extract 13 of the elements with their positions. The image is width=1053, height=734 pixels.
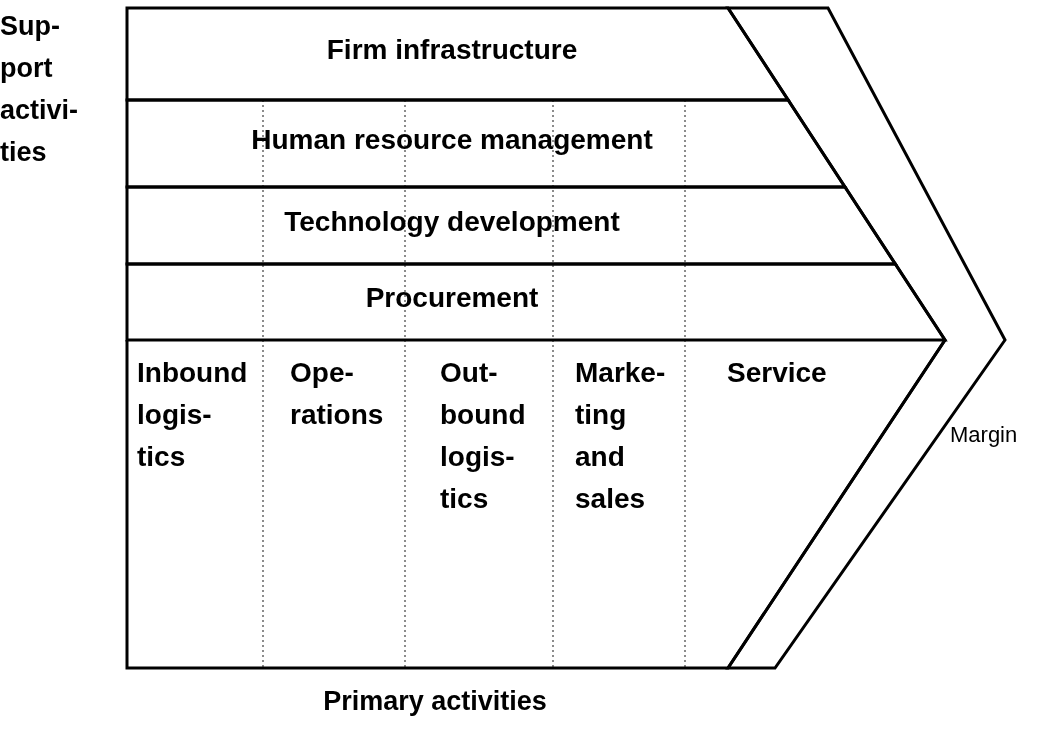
column-title: Ope- rations	[290, 356, 385, 432]
margin-label: Margin	[950, 421, 1018, 449]
column-title: Marke- ting and sales	[575, 356, 667, 516]
band-title: Technology development	[283, 204, 621, 239]
band-title: Procurement	[364, 281, 540, 315]
section-label: Sup- port activi- ties	[0, 10, 80, 169]
column-title: Out- bound logis- tics	[440, 356, 527, 516]
column-title: Service	[727, 356, 828, 390]
band-title: Firm infrastructure	[325, 33, 579, 67]
support-activity-band	[127, 264, 945, 340]
section-label: Primary activities	[322, 685, 548, 718]
band-title: Human resource management	[250, 122, 654, 157]
column-title: Inbound logis- tics	[137, 356, 249, 474]
